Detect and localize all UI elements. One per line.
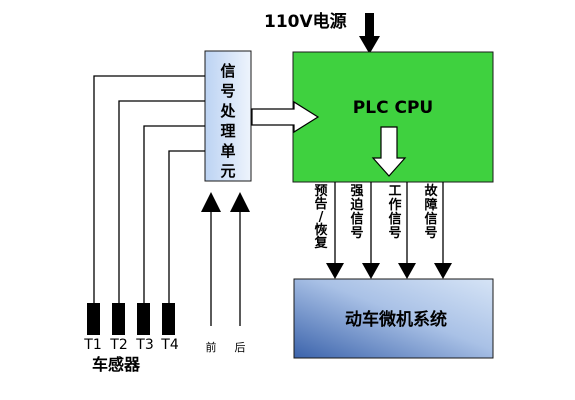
label-char: 工 [388, 184, 401, 199]
sensor-t3 [137, 303, 150, 335]
sensor-wiring [93, 75, 205, 304]
label-char: 恢 [314, 222, 327, 238]
label-char: 信 [350, 211, 363, 227]
label-char: 作 [388, 197, 401, 213]
label-char: 处 [219, 102, 236, 120]
train-microcomputer-system-box [293, 278, 494, 359]
sensor-t1 [87, 303, 100, 335]
signal-label-warning-recovery: 预告/恢复 [313, 184, 328, 251]
signal-processing-unit [204, 50, 252, 182]
label-char: 故 [424, 183, 438, 199]
input-label-front: 前 [206, 340, 217, 354]
label-char: 告 [314, 196, 327, 212]
label-char: 号 [220, 82, 235, 100]
unit-to-cpu-arrow [251, 100, 320, 134]
label-char: / [319, 210, 324, 225]
label-char: 障 [424, 197, 437, 213]
internal-hollow-arrow [371, 126, 407, 177]
sensor-group-label: 车感器 [92, 355, 141, 374]
input-label-rear: 后 [235, 341, 246, 354]
output-signal-lines [326, 182, 452, 279]
sensor-label-t3: T3 [135, 337, 153, 353]
sensor-t2 [112, 303, 125, 335]
label-char: 迫 [349, 197, 364, 213]
label-char: 单 [220, 142, 235, 160]
power-arrow [359, 13, 380, 54]
sensor-blocks [87, 303, 175, 335]
sensor-label-t4: T4 [160, 337, 179, 353]
sensor-t4 [162, 303, 175, 335]
input-arrows [201, 192, 250, 326]
label-char: 信 [220, 62, 235, 80]
label-char: 理 [220, 122, 235, 140]
label-char: 号 [424, 226, 437, 241]
sensor-label-t2: T2 [109, 337, 127, 353]
sensor-label-t1: T1 [83, 337, 101, 353]
label-char: 预 [314, 184, 327, 199]
label-char: 信 [388, 211, 401, 227]
power-label: 110V电源 [264, 11, 347, 32]
label-char: 复 [313, 235, 328, 251]
plc-cpu-label: PLC CPU [353, 98, 433, 118]
label-char: 元 [220, 162, 235, 180]
train-microcomputer-system-label: 动车微机系统 [345, 309, 447, 330]
label-char: 强 [350, 184, 363, 199]
label-char: 号 [350, 226, 363, 241]
label-char: 信 [424, 211, 437, 227]
label-char: 号 [388, 226, 401, 241]
